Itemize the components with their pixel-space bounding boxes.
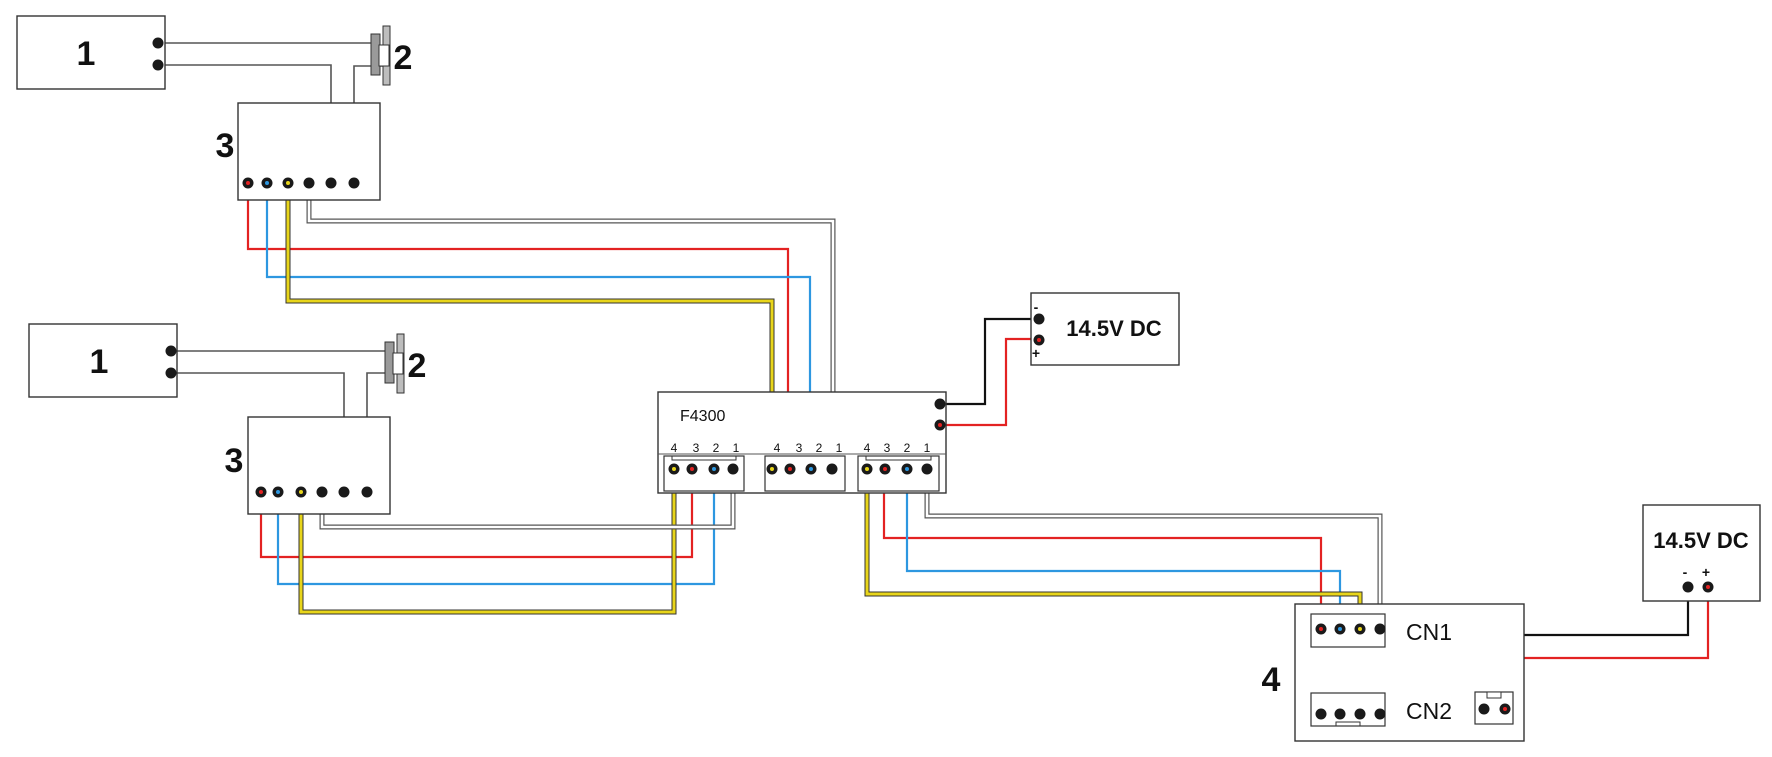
svg-text:3: 3 [693, 441, 700, 455]
svg-text:-: - [1683, 564, 1688, 580]
lock-top: 2 [370, 25, 413, 86]
wire-top-yellow [285, 182, 775, 468]
svg-text:-: - [1034, 299, 1039, 315]
module-top-label: 3 [216, 127, 235, 165]
psu-hub: 14.5V DC - + [1030, 292, 1180, 366]
wire-cn1-blue [905, 468, 1342, 628]
hub-label: F4300 [680, 408, 725, 425]
psu-controller: 14.5V DC - + [1642, 504, 1761, 602]
svg-text:4: 4 [864, 441, 871, 455]
svg-text:1: 1 [836, 441, 843, 455]
terminal-color-dots [246, 181, 1710, 711]
door-station-top: 1 [16, 15, 166, 90]
lock-bottom-label: 2 [408, 347, 427, 385]
wire-top-blue [265, 182, 812, 468]
lock-top-label: 2 [394, 39, 413, 77]
door-station-top-label: 1 [77, 35, 96, 73]
module-bottom: 3 [225, 416, 391, 515]
svg-text:1: 1 [733, 441, 740, 455]
wire-top-red [246, 182, 790, 468]
wire-bottom-red [259, 468, 694, 559]
hub-power-minus [934, 398, 946, 410]
controller-power-connector [1474, 691, 1514, 725]
psu-controller-label: 14.5V DC [1653, 528, 1748, 553]
controller-cn2: CN2 [1310, 692, 1452, 727]
module-top-terminal [303, 177, 315, 189]
svg-text:3: 3 [796, 441, 803, 455]
module-bottom-terminal [338, 486, 350, 498]
module-top: 3 [216, 102, 381, 201]
hub-f4300: F4300 4 3 2 1 4 3 2 1 4 [657, 391, 947, 494]
lock-bottom: 2 [384, 333, 427, 394]
svg-text:1: 1 [924, 441, 931, 455]
module-bottom-terminal [316, 486, 328, 498]
svg-text:2: 2 [816, 441, 823, 455]
wire-psu-hub-black [941, 317, 1038, 406]
svg-text:2: 2 [904, 441, 911, 455]
svg-text:+: + [1702, 564, 1710, 580]
svg-text:4: 4 [671, 441, 678, 455]
door-station-bottom-label: 1 [90, 343, 109, 381]
svg-text:4: 4 [774, 441, 781, 455]
cn1-label: CN1 [1406, 619, 1452, 645]
wire-cn1-red [882, 468, 1323, 628]
door-station-bottom: 1 [28, 323, 178, 398]
wire-psu-hub-red [941, 337, 1038, 427]
cn2-label: CN2 [1406, 698, 1452, 724]
controller: 4 CN1 CN2 [1262, 603, 1525, 742]
module-bottom-label: 3 [225, 442, 244, 480]
module-bottom-terminal [361, 486, 373, 498]
controller-label: 4 [1262, 661, 1281, 699]
module-top-terminal [348, 177, 360, 189]
wire-psu-ctrl-red [1503, 586, 1710, 708]
hub-port-middle: 4 3 2 1 [764, 441, 846, 492]
psu-hub-label: 14.5V DC [1066, 316, 1161, 341]
wire-bottom-yellow [298, 468, 677, 615]
module-top-terminal [325, 177, 337, 189]
wire-top-gray [306, 182, 836, 468]
svg-text:3: 3 [884, 441, 891, 455]
svg-text:+: + [1032, 345, 1040, 361]
svg-text:2: 2 [713, 441, 720, 455]
